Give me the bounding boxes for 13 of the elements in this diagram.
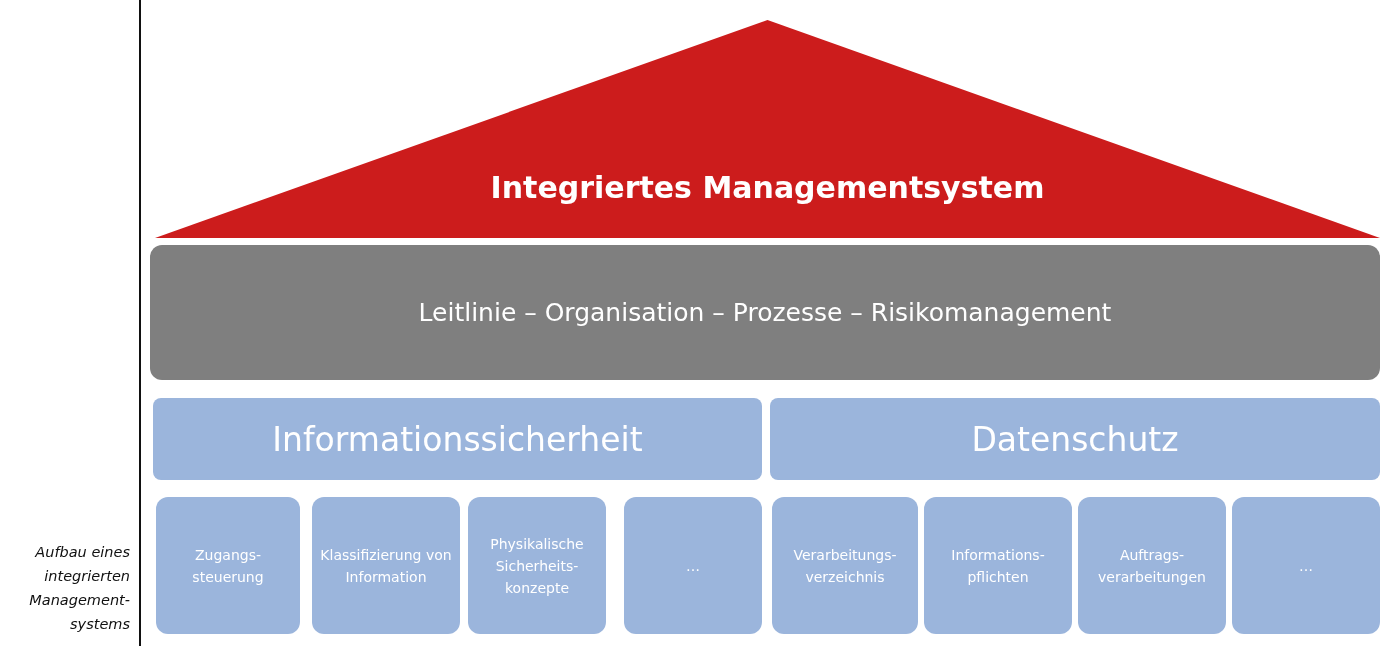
topic-box: … — [624, 497, 762, 634]
topic-box: Informations- pflichten — [924, 497, 1072, 634]
topic-box: … — [1232, 497, 1380, 634]
pillar-header: Datenschutz — [770, 398, 1380, 480]
caption: Aufbau eines integrierten Management- systems — [28, 543, 130, 634]
roof-title: Integriertes Managementsystem — [489, 170, 1046, 205]
topic-box: Klassifizierung von Information — [312, 497, 460, 634]
foundation-bar: Leitlinie – Organisation – Prozesse – Risikomanagement — [150, 245, 1380, 380]
topic-box: Auftrags- verarbeitungen — [1078, 497, 1226, 634]
pillar-header: Informationssicherheit — [153, 398, 762, 480]
topic-box: Physikalische Sicherheits- konzepte — [468, 497, 606, 634]
topic-box: Verarbeitungs- verzeichnis — [772, 497, 918, 634]
topic-box: Zugangs- steuerung — [156, 497, 300, 634]
